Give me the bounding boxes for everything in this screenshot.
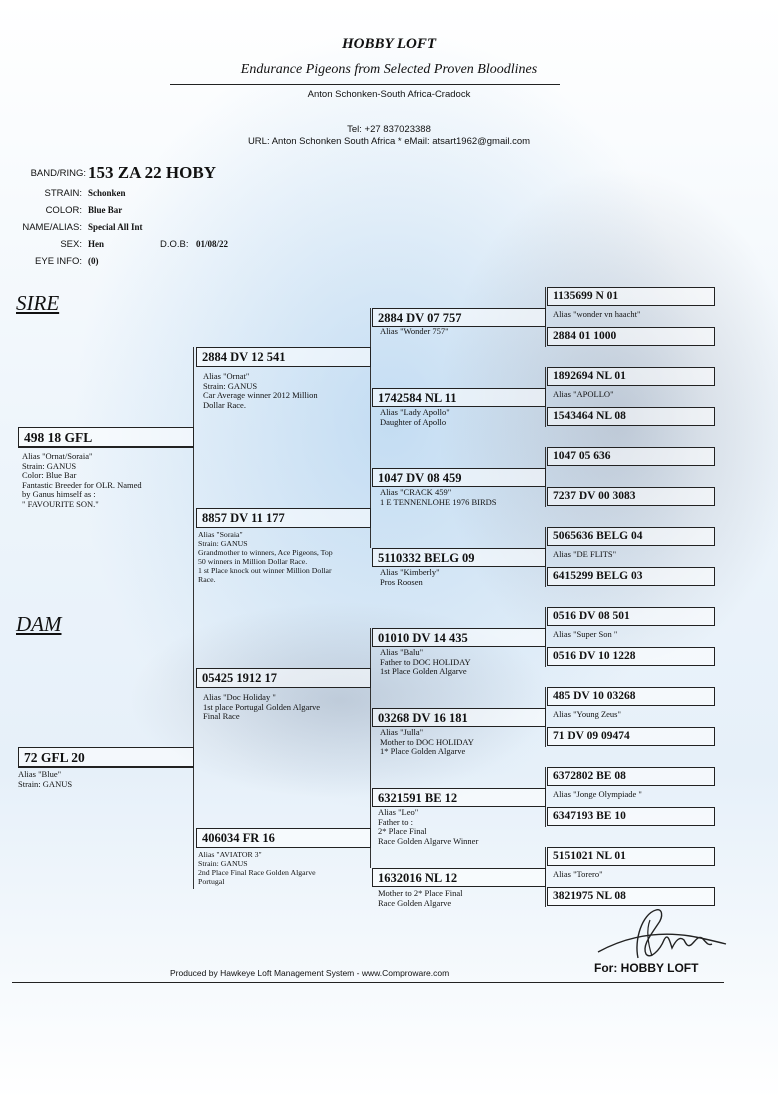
gen4-alias-10: Alias "Super Son " bbox=[553, 629, 618, 639]
gen4-band-14: 6347193 BE 10 bbox=[547, 807, 715, 826]
connector-gen2-sire bbox=[370, 308, 371, 548]
gen4-band-6: 7237 DV 00 3083 bbox=[547, 487, 715, 506]
gen3-dss-band: 01010 DV 14 435 bbox=[372, 628, 546, 647]
connector-gen2-dam bbox=[370, 628, 371, 868]
gen3-sdd-info: Alias "Kimberly"Pros Roosen bbox=[380, 567, 440, 587]
gen3-sss-band: 2884 DV 07 757 bbox=[372, 308, 546, 327]
contact-url: URL: Anton Schonken South Africa * eMail… bbox=[247, 136, 531, 147]
owner-line: Anton Schonken-South Africa-Cradock bbox=[307, 89, 471, 100]
sire-band: 498 18 GFL bbox=[18, 427, 194, 448]
telephone: Tel: +27 837023388 bbox=[347, 124, 431, 135]
gen4-band-11: 485 DV 10 03268 bbox=[547, 687, 715, 706]
gen4-band-1: 1135699 N 01 bbox=[547, 287, 715, 306]
gen4-band-15: 5151021 NL 01 bbox=[547, 847, 715, 866]
dam-info: Alias "Blue"Strain: GANUS bbox=[18, 769, 73, 789]
gen4-band-3: 1892694 NL 01 bbox=[547, 367, 715, 386]
dam-heading: DAM bbox=[16, 612, 62, 636]
sex-label: SEX: bbox=[60, 239, 82, 250]
loft-title: HOBBY LOFT bbox=[341, 36, 437, 52]
dam-band: 72 GFL 20 bbox=[18, 747, 194, 768]
gen3-ddd-band: 1632016 NL 12 bbox=[372, 868, 546, 887]
dam-dam-band: 406034 FR 16 bbox=[196, 828, 371, 848]
alias-value: Special All Int bbox=[88, 222, 143, 232]
gen4-band-9: 0516 DV 08 501 bbox=[547, 607, 715, 626]
gen3-sss-info: Alias "Wonder 757" bbox=[380, 326, 449, 336]
gen4-band-7: 5065636 BELG 04 bbox=[547, 527, 715, 546]
gen4-alias-2: Alias "wonder vn haacht" bbox=[553, 309, 641, 319]
dam-sire-band: 05425 1912 17 bbox=[196, 668, 371, 688]
footer-divider bbox=[12, 982, 724, 983]
handwritten-signature bbox=[597, 909, 727, 959]
gen4-band-5: 1047 05 636 bbox=[547, 447, 715, 466]
gen4-band-12: 71 DV 09 09474 bbox=[547, 727, 715, 746]
gen3-sds-info: Alias "CRACK 459"1 E TENNENLOHE 1976 BIR… bbox=[380, 487, 497, 507]
dob-label: D.O.B: bbox=[160, 239, 189, 250]
sire-dam-band: 8857 DV 11 177 bbox=[196, 508, 371, 528]
alias-label: NAME/ALIAS: bbox=[22, 222, 82, 233]
footer-for: For: HOBBY LOFT bbox=[594, 961, 699, 975]
gen4-band-2: 2884 01 1000 bbox=[547, 327, 715, 346]
sire-sire-band: 2884 DV 12 541 bbox=[196, 347, 371, 367]
gen4-alias-16: Alias "Torero" bbox=[553, 869, 603, 879]
gen4-band-10: 0516 DV 10 1228 bbox=[547, 647, 715, 666]
strain-label: STRAIN: bbox=[44, 188, 82, 199]
connector-gen1 bbox=[193, 347, 194, 889]
footer-produced-by: Produced by Hawkeye Loft Management Syst… bbox=[170, 968, 450, 978]
gen3-ssd-band: 1742584 NL 11 bbox=[372, 388, 546, 407]
sire-heading: SIRE bbox=[16, 291, 60, 315]
gen4-alias-8: Alias "DE FLITS" bbox=[553, 549, 617, 559]
gen4-band-8: 6415299 BELG 03 bbox=[547, 567, 715, 586]
gen3-sdd-band: 5110332 BELG 09 bbox=[372, 548, 546, 567]
header-divider bbox=[170, 84, 560, 85]
sex-value: Hen bbox=[88, 239, 105, 249]
band-label: BAND/RING: bbox=[30, 168, 86, 179]
eye-value: (0) bbox=[88, 256, 99, 266]
dob-value: 01/08/22 bbox=[196, 239, 229, 249]
gen3-dsd-band: 03268 DV 16 181 bbox=[372, 708, 546, 727]
eye-label: EYE INFO: bbox=[35, 256, 82, 267]
gen4-alias-12: Alias "Young Zeus" bbox=[553, 709, 621, 719]
gen3-ssd-info: Alias "Lady Apollo"Daughter of Apollo bbox=[380, 407, 450, 427]
gen3-sds-band: 1047 DV 08 459 bbox=[372, 468, 546, 487]
band-number: 153 ZA 22 HOBY bbox=[88, 163, 216, 182]
color-value: Blue Bar bbox=[88, 205, 123, 215]
gen4-alias-4: Alias "APOLLO" bbox=[553, 389, 614, 399]
gen3-dds-band: 6321591 BE 12 bbox=[372, 788, 546, 807]
loft-subtitle: Endurance Pigeons from Selected Proven B… bbox=[240, 62, 538, 77]
gen4-band-4: 1543464 NL 08 bbox=[547, 407, 715, 426]
gen4-band-16: 3821975 NL 08 bbox=[547, 887, 715, 906]
dam-sire-info: Alias "Doc Holiday "1st place Portugal G… bbox=[203, 692, 321, 721]
strain-value: Schonken bbox=[88, 188, 126, 198]
color-label: COLOR: bbox=[45, 205, 82, 216]
gen4-band-13: 6372802 BE 08 bbox=[547, 767, 715, 786]
gen4-alias-14: Alias "Jonge Olympiade " bbox=[553, 789, 642, 799]
